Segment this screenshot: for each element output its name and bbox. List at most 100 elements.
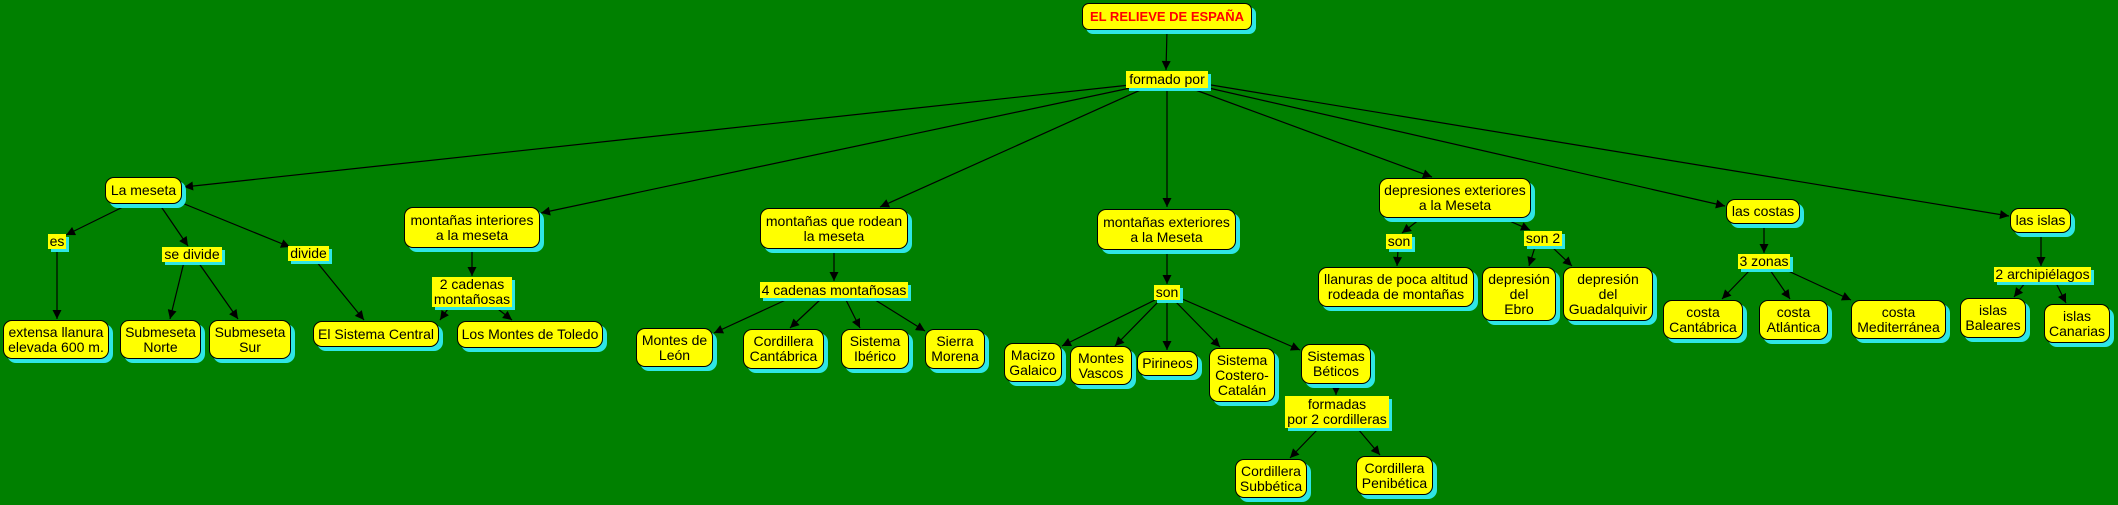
connector-4-cadenas-to-montes-de-leon — [713, 297, 791, 334]
link-3-zonas[interactable]: 3 zonas — [1738, 254, 1790, 269]
link-2-cadenas-montanosas[interactable]: 2 cadenas montañosas — [432, 277, 512, 307]
concept-submeseta-sur[interactable]: Submeseta Sur — [209, 320, 291, 359]
node-label: Cantábrica — [1669, 318, 1737, 335]
concept-extensa-llanura[interactable]: extensa llanura elevada 600 m. — [3, 320, 109, 359]
node-label: costa — [1776, 304, 1811, 320]
node-label: Canarias — [2048, 322, 2106, 339]
node-label: Cordillera — [1364, 459, 1425, 476]
node-label: depresión — [1577, 270, 1639, 287]
link-formado-por[interactable]: formado por — [1126, 71, 1208, 88]
link-2-archipielagos[interactable]: 2 archipiélagos — [1994, 267, 2091, 282]
concept-sistemas-beticos[interactable]: Sistemas Béticos — [1301, 344, 1371, 384]
concept-costa-mediterranea[interactable]: costa Mediterránea — [1851, 300, 1946, 339]
link-label: por 2 cordilleras — [1287, 411, 1387, 427]
concept-costa-cantabrica[interactable]: costa Cantábrica — [1663, 300, 1743, 339]
link-divide[interactable]: divide — [288, 246, 329, 261]
node-label: León — [658, 346, 691, 363]
node-label: La meseta — [110, 182, 177, 198]
concept-sierra-morena[interactable]: Sierra Morena — [925, 329, 985, 369]
link-4-cadenas-montanosas[interactable]: 4 cadenas montañosas — [760, 282, 908, 298]
concept-la-meseta[interactable]: La meseta — [105, 177, 182, 204]
link-son-2[interactable]: son 2 — [1524, 231, 1562, 246]
link-se-divide[interactable]: se divide — [162, 247, 222, 262]
connector-son-to-montes-vascos — [1114, 299, 1161, 347]
node-label: Sistema — [849, 333, 901, 349]
concept-submeseta-norte[interactable]: Submeseta Norte — [120, 320, 201, 359]
concept-pirineos[interactable]: Pirineos — [1137, 351, 1198, 376]
concept-montanas-que-rodean[interactable]: montañas que rodean la meseta — [760, 208, 908, 249]
concept-depresion-guadalquivir[interactable]: depresión del Guadalquivir — [1563, 267, 1653, 321]
connector-formado-por-to-depresiones — [1189, 87, 1433, 179]
node-label: a la Meseta — [1418, 197, 1492, 213]
concept-llanuras-poca-altitud[interactable]: llanuras de poca altitud rodeada de mont… — [1318, 267, 1474, 307]
node-label: costa — [1686, 303, 1720, 320]
concept-montanas-interiores[interactable]: montañas interiores a la meseta — [404, 207, 540, 248]
concept-cordillera-subbetica[interactable]: Cordillera Subbética — [1235, 459, 1307, 498]
node-label: Montes de — [641, 331, 708, 348]
node-label: Costero- — [1215, 366, 1269, 383]
link-label: formadas — [1307, 396, 1367, 412]
node-label: Mediterránea — [1857, 318, 1940, 335]
concept-sistema-central[interactable]: El Sistema Central — [313, 321, 439, 347]
concept-cordillera-penibetica[interactable]: Cordillera Penibética — [1356, 456, 1433, 495]
link-label: es — [49, 233, 65, 249]
node-label: las costas — [1731, 203, 1795, 219]
node-label: El Sistema Central — [318, 325, 434, 342]
connector-4-cadenas-to-sistema-iberico — [844, 297, 861, 329]
connector-2-cadenas-to-montes-de-toledo — [493, 305, 513, 321]
connector-son-2-to-depresion-ebro — [1527, 246, 1537, 267]
connector-title-to-formado-por — [1161, 29, 1171, 71]
concept-cordillera-cantabrica[interactable]: Cordillera Cantábrica — [743, 329, 824, 369]
link-label: divide — [290, 245, 327, 261]
connector-2-archipielagos-to-islas-canarias — [2055, 282, 2067, 304]
node-label: Penibética — [1361, 474, 1428, 491]
link-son-depresiones[interactable]: son — [1386, 234, 1412, 249]
concept-depresiones-exteriores[interactable]: depresiones exteriores a la Meseta — [1379, 178, 1531, 218]
node-label: EL RELIEVE DE ESPAÑA — [1089, 9, 1245, 24]
connector-formadas-to-cordillera-subbetica — [1289, 428, 1319, 459]
node-label: Cordillera — [753, 333, 814, 349]
node-label: a la Meseta — [1130, 228, 1203, 245]
concept-costa-atlantica[interactable]: costa Atlántica — [1759, 300, 1828, 340]
concept-montanas-exteriores[interactable]: montañas exteriores a la Meseta — [1097, 209, 1236, 250]
link-son-exteriores[interactable]: son — [1154, 285, 1180, 300]
concept-montes-de-toledo[interactable]: Los Montes de Toledo — [457, 321, 603, 348]
node-label: las islas — [2015, 212, 2066, 228]
connector-la-meseta-to-es — [65, 204, 128, 236]
connector-formadas-to-cordillera-penibetica — [1357, 428, 1381, 456]
node-label: Submeseta — [214, 323, 286, 340]
concept-montes-de-leon[interactable]: Montes de León — [636, 328, 713, 367]
concept-macizo-galaico[interactable]: Macizo Galaico — [1004, 343, 1062, 382]
node-label: montañas interiores — [410, 211, 534, 228]
concept-depresion-ebro[interactable]: depresión del Ebro — [1482, 267, 1556, 321]
link-es[interactable]: es — [48, 234, 66, 249]
concept-sistema-iberico[interactable]: Sistema Ibérico — [841, 329, 909, 369]
node-label: Sur — [239, 338, 261, 355]
concept-sistema-costero-catalan[interactable]: Sistema Costero- Catalán — [1209, 348, 1275, 402]
link-label: son 2 — [1525, 230, 1561, 246]
concept-montes-vascos[interactable]: Montes Vascos — [1070, 346, 1132, 385]
node-label: Guadalquivir — [1568, 300, 1648, 317]
node-label: del — [1509, 285, 1529, 302]
concept-islas-canarias[interactable]: islas Canarias — [2044, 304, 2110, 343]
link-formadas-por-2-cordilleras[interactable]: formadas por 2 cordilleras — [1285, 396, 1389, 428]
concept-el-relieve-de-espana[interactable]: EL RELIEVE DE ESPAÑA — [1082, 3, 1252, 30]
connector-la-meseta-to-se-divide — [159, 204, 189, 247]
node-label: Baleares — [1965, 317, 2021, 333]
concept-las-costas[interactable]: las costas — [1726, 199, 1800, 224]
connector-formado-por-to-las-costas — [1199, 85, 1726, 209]
node-label: Subbética — [1239, 477, 1303, 494]
concept-las-islas[interactable]: las islas — [2010, 208, 2071, 233]
link-label: 2 archipiélagos — [1995, 266, 2090, 282]
concept-islas-baleares[interactable]: islas Baleares — [1960, 298, 2026, 338]
node-label: depresión — [1488, 270, 1550, 287]
node-label: Béticos — [1313, 363, 1359, 379]
connector-divide-to-sistema-central — [315, 260, 365, 321]
connector-3-zonas-to-costa-cantabrica — [1721, 269, 1751, 300]
node-label: la meseta — [803, 227, 865, 244]
node-label: montañas exteriores — [1103, 213, 1230, 230]
connector-se-divide-to-submeseta-sur — [197, 261, 239, 320]
connector-son-to-sistema-costero-catalan — [1173, 299, 1221, 348]
